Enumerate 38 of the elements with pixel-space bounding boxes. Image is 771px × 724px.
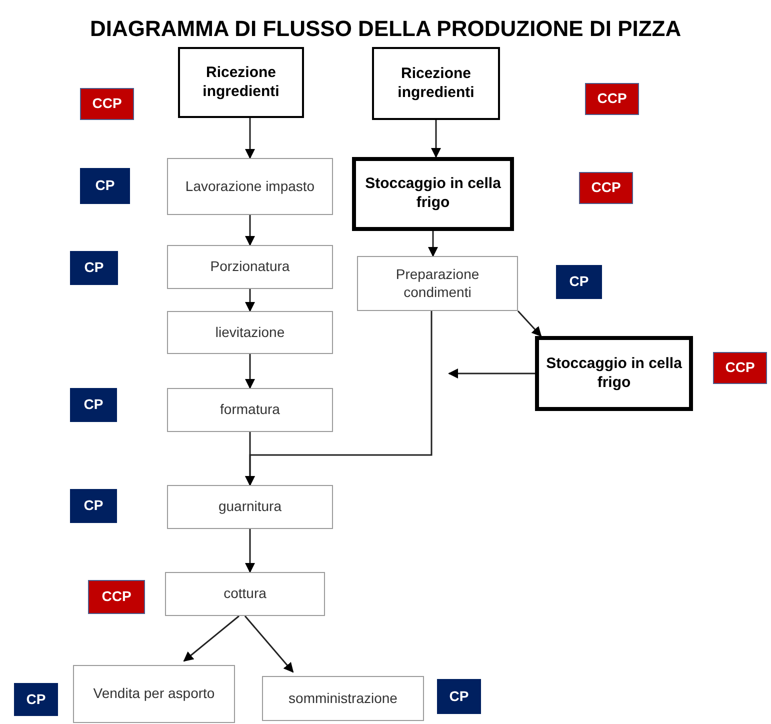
arrow	[245, 529, 255, 573]
process-box: Ricezione ingredienti	[372, 47, 500, 120]
cp-badge: CP	[80, 168, 130, 204]
process-box: formatura	[167, 388, 333, 432]
process-box: Porzionatura	[167, 245, 333, 289]
arrow	[245, 311, 432, 486]
cp-badge: CP	[14, 683, 58, 716]
process-box: lievitazione	[167, 311, 333, 354]
arrow	[245, 354, 255, 389]
arrow	[517, 310, 542, 337]
process-box: Lavorazione impasto	[167, 158, 333, 215]
cp-badge: CP	[556, 265, 602, 299]
storage-box: Stoccaggio in cella frigo	[535, 336, 693, 411]
process-box: somministrazione	[262, 676, 424, 721]
cp-badge: CP	[437, 679, 481, 714]
cp-badge: CP	[70, 251, 118, 285]
diagram-title: DIAGRAMMA DI FLUSSO DELLA PRODUZIONE DI PIZZA	[90, 15, 682, 43]
arrow	[428, 231, 438, 257]
ccp-badge: CCP	[585, 83, 639, 115]
process-box: Preparazione condimenti	[357, 256, 518, 311]
ccp-badge: CCP	[713, 352, 767, 384]
arrow	[431, 120, 441, 158]
process-box: Ricezione ingredienti	[178, 47, 304, 118]
arrow	[245, 118, 255, 159]
process-box: Vendita per asporto	[73, 665, 235, 723]
cp-badge: CP	[70, 489, 117, 523]
ccp-badge: CCP	[80, 88, 134, 120]
arrow	[244, 616, 294, 673]
process-box: guarnitura	[167, 485, 333, 529]
ccp-badge: CCP	[88, 580, 145, 614]
process-box: cottura	[165, 572, 325, 616]
arrow	[245, 289, 255, 312]
arrow	[245, 215, 255, 246]
ccp-badge: CCP	[579, 172, 633, 204]
arrow	[448, 368, 535, 378]
cp-badge: CP	[70, 388, 117, 422]
arrow	[183, 615, 240, 662]
storage-box: Stoccaggio in cella frigo	[352, 157, 514, 231]
